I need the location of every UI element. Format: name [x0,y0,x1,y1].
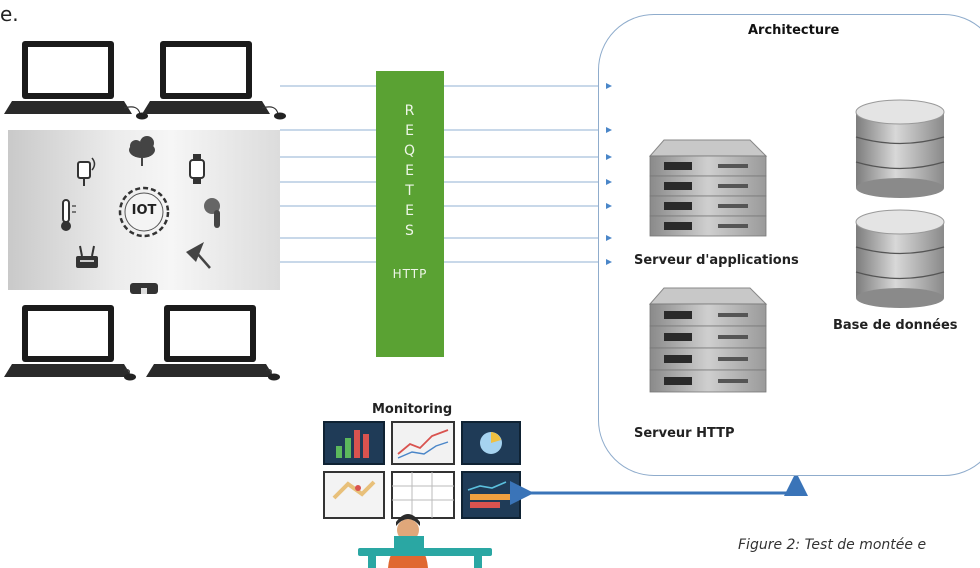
requests-letter: E [405,163,415,179]
http-server-label: Serveur HTTP [634,426,735,441]
requests-letter: S [405,223,415,239]
requests-letter: E [405,203,415,219]
database-label: Base de données [833,318,958,333]
laptop-top-right [142,41,286,120]
smartwatch-icon [189,154,205,184]
touch-icon [204,198,220,228]
cloud-icon [129,136,155,166]
satellite-dish-icon [186,242,211,269]
requests-letter: R [404,103,416,119]
bar-chart-icon [323,421,385,465]
operator-figure [358,514,492,568]
http-requests-bar: R E Q E T E S HTTP [376,71,444,357]
thermometer-icon [61,199,76,231]
vr-headset-icon [130,283,158,294]
line-chart-icon [391,421,455,465]
monitoring-title: Monitoring [372,402,453,417]
request-lines-right [444,82,614,266]
laptop-bottom-left [4,305,136,381]
map-icon [323,471,385,519]
requests-letter: E [405,123,415,139]
app-server-label: Serveur d'applications [634,253,799,268]
table-icon [391,471,455,519]
http-protocol-label: HTTP [392,267,428,281]
router-icon [76,245,98,268]
figure-caption: Figure 2: Test de montée e [738,537,927,553]
request-lines-left [280,85,376,263]
pie-chart-icon [461,421,521,465]
architecture-title: Architecture [748,23,840,38]
laptop-top-left [4,41,148,120]
sensor-icon [77,157,96,186]
iot-label: IOT [131,203,157,218]
monitoring-link [510,472,808,505]
requests-letter: T [405,183,415,199]
architecture-container [598,14,980,476]
requests-letters: R E Q E T E S [404,101,416,241]
stacked-chart-icon [461,471,521,519]
requests-letter: Q [403,143,417,159]
top-text-fragment: e. [0,2,19,26]
iot-hub [118,186,170,238]
laptop-bottom-right [146,305,280,381]
